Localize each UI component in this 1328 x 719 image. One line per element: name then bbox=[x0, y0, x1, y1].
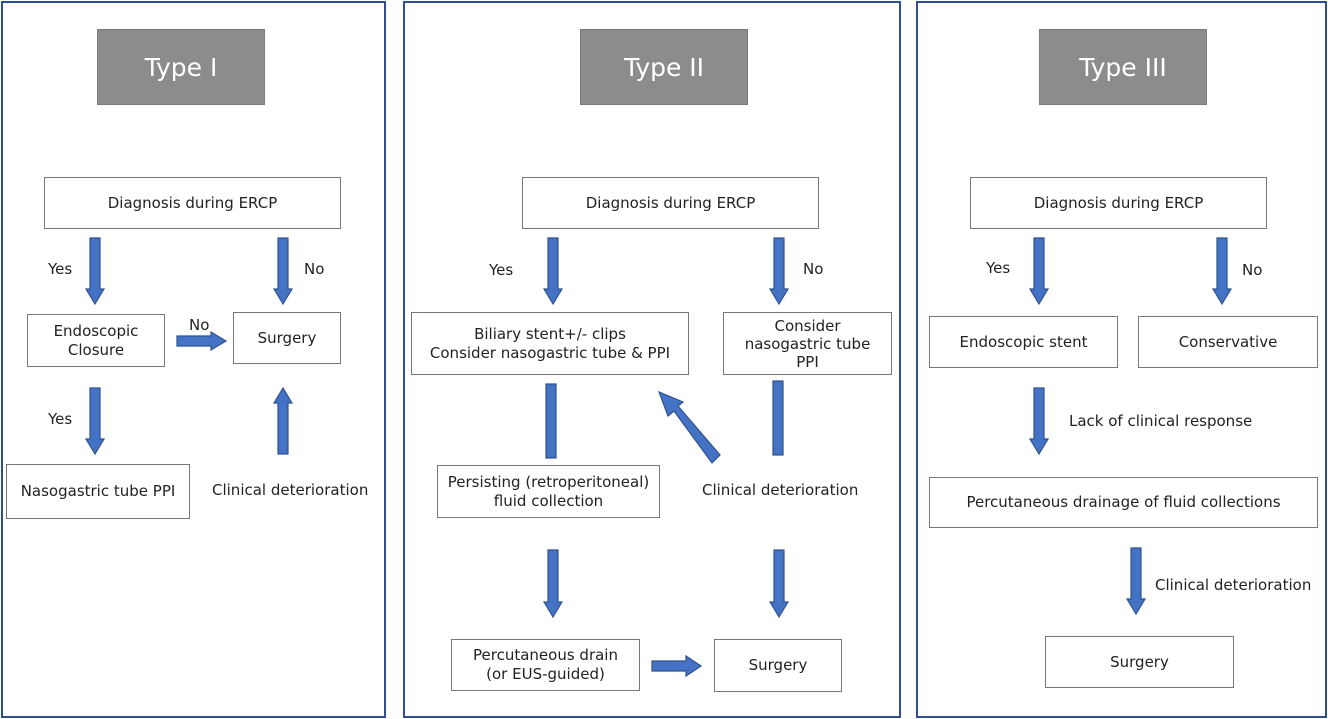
type1-surgery-box: Surgery bbox=[233, 312, 341, 364]
type3-conservative-box: Conservative bbox=[1138, 316, 1318, 368]
type3-drainage-box: Percutaneous drainage of fluid collectio… bbox=[929, 477, 1318, 528]
type1-endoscopic-closure-box: Endoscopic Closure bbox=[27, 314, 165, 367]
type2-no-label: No bbox=[803, 260, 824, 278]
type2-deterioration-label: Clinical deterioration bbox=[702, 481, 859, 499]
type2-drain-box: Percutaneous drain (or EUS-guided) bbox=[451, 639, 640, 691]
type3-diagnosis-box: Diagnosis during ERCP bbox=[970, 177, 1267, 229]
type1-yes2-label: Yes bbox=[48, 410, 73, 428]
type1-deterioration-label: Clinical deterioration bbox=[212, 481, 369, 499]
type2-header: Type II bbox=[580, 29, 748, 105]
type3-header: Type III bbox=[1039, 29, 1207, 105]
type1-yes-label: Yes bbox=[48, 260, 73, 278]
type3-no-label: No bbox=[1242, 261, 1263, 279]
type1-diagnosis-box: Diagnosis during ERCP bbox=[44, 177, 341, 229]
type3-deterioration-label: Clinical deterioration bbox=[1155, 576, 1312, 594]
type1-header: Type I bbox=[97, 29, 265, 105]
type2-diagnosis-box: Diagnosis during ERCP bbox=[522, 177, 819, 229]
type1-nasogastric-box: Nasogastric tube PPI bbox=[6, 464, 190, 519]
type3-stent-box: Endoscopic stent bbox=[929, 316, 1118, 368]
type3-lack-response-label: Lack of clinical response bbox=[1069, 412, 1253, 430]
type1-no-label: No bbox=[304, 260, 325, 278]
type3-yes-label: Yes bbox=[986, 259, 1011, 277]
type2-yes-label: Yes bbox=[489, 261, 514, 279]
type2-surgery-box: Surgery bbox=[714, 639, 842, 692]
type2-biliary-box: Biliary stent+/- clips Consider nasogast… bbox=[411, 312, 689, 375]
type3-surgery-box: Surgery bbox=[1045, 636, 1234, 688]
type1-no-closure-label: No bbox=[189, 316, 210, 334]
type2-consider-box: Consider nasogastric tube PPI bbox=[723, 312, 892, 375]
type2-persisting-box: Persisting (retroperitoneal) fluid colle… bbox=[437, 465, 660, 518]
